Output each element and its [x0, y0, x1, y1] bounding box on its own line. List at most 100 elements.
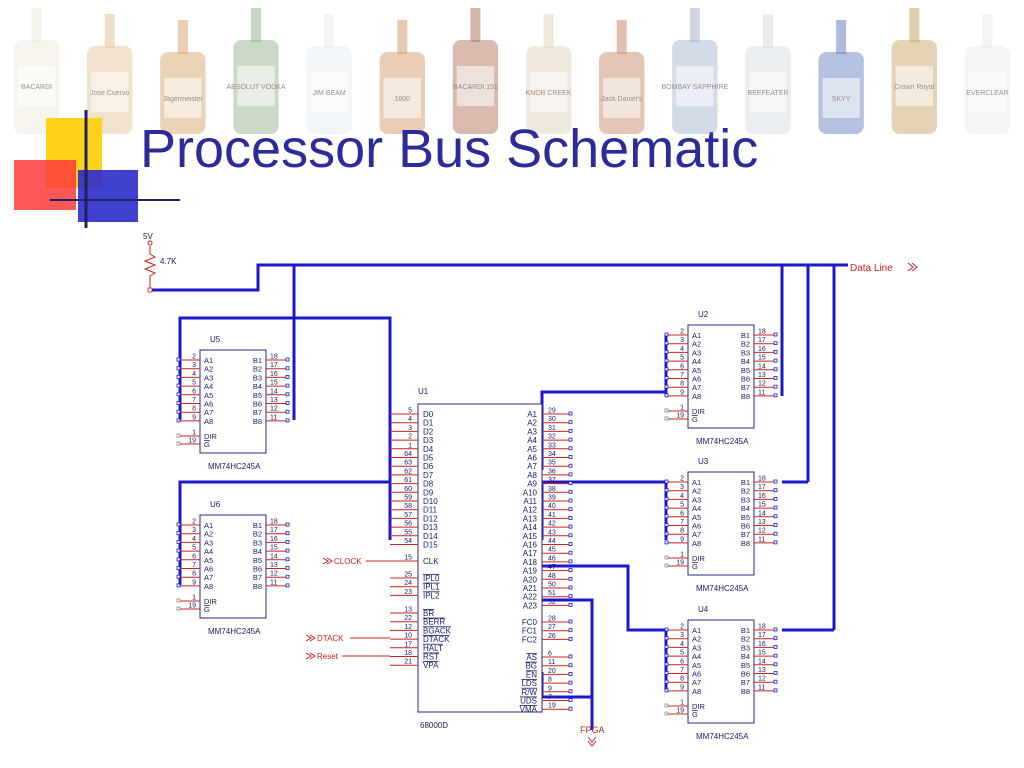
- chip-ref: U1: [418, 387, 429, 396]
- pin-terminal: [568, 576, 573, 581]
- net-arrow: [309, 652, 316, 660]
- pin-terminal: [773, 358, 778, 363]
- pin-name: A8: [692, 539, 701, 548]
- pin-number: 1: [192, 430, 196, 437]
- bottle: SKYY: [818, 20, 864, 134]
- pin-number: 6: [680, 363, 684, 370]
- pin-name: D13: [423, 523, 438, 532]
- pin-name: B1: [741, 626, 750, 635]
- net-arrow: [587, 740, 597, 747]
- net-arrow: [907, 262, 914, 272]
- pin-number: 17: [270, 362, 278, 369]
- pin-name: A11: [523, 497, 537, 506]
- pin-number: 4: [408, 416, 412, 423]
- pin-terminal: [773, 679, 778, 684]
- pin-terminal: [773, 376, 778, 380]
- pin-number: 28: [548, 616, 556, 623]
- pin-number: 8: [680, 676, 684, 683]
- pin-terminal: [176, 433, 181, 438]
- addr-bus-u3: [540, 480, 666, 540]
- pin-number: 14: [758, 658, 766, 665]
- bottle-neck: [616, 20, 627, 54]
- pin-number: 7: [192, 562, 196, 569]
- pin-terminal: [285, 392, 290, 397]
- data-line-main: [150, 263, 848, 292]
- pin-number: 27: [548, 624, 556, 631]
- pin-name: B1: [741, 331, 750, 340]
- pin-number: 3: [680, 632, 684, 639]
- pin-name: D6: [423, 462, 434, 471]
- pin-name: B5: [253, 391, 262, 400]
- chip-ref: U4: [698, 605, 709, 614]
- pin-terminal: [285, 583, 290, 588]
- pin-terminal: [176, 366, 181, 371]
- net-text: Reset: [317, 652, 339, 661]
- pin-name: A22: [523, 593, 538, 602]
- pin-terminal: [664, 636, 669, 641]
- pin-number: 41: [548, 512, 556, 519]
- pin-name: G: [692, 710, 698, 719]
- pin-name: A2: [692, 635, 701, 644]
- pin-number: 23: [404, 589, 412, 596]
- pin-terminal: [176, 557, 181, 562]
- pin-number: 18: [758, 624, 766, 631]
- pin-name: A8: [527, 471, 537, 480]
- pin-terminal: [664, 505, 669, 510]
- pin-terminal: [773, 505, 778, 510]
- pin-number: 11: [758, 389, 765, 396]
- pin-name: A1: [692, 626, 701, 635]
- pin-terminal: [568, 689, 573, 694]
- chip-part: 68000D: [420, 721, 448, 730]
- bottle-label-panel: [968, 72, 1007, 112]
- pin-name: FC0: [522, 618, 538, 627]
- bottle: BACARDI 151: [452, 8, 499, 134]
- pin-name: A1: [692, 478, 701, 487]
- pin-number: 4: [680, 346, 684, 353]
- pin-terminal: [664, 408, 669, 413]
- pin-terminal: [773, 393, 778, 398]
- bottle-neck: [251, 8, 261, 42]
- pin-terminal: [176, 383, 181, 388]
- pin-terminal: [664, 662, 669, 667]
- pin-name: A7: [692, 383, 701, 392]
- pin-terminal: [664, 349, 669, 354]
- pin-name: A9: [527, 480, 537, 489]
- pin-name: BR: [423, 609, 434, 618]
- pin-terminal: [773, 540, 778, 545]
- net-arrow: [322, 557, 329, 565]
- bottle-neck: [543, 14, 554, 48]
- pin-name: A23: [523, 601, 538, 610]
- pin-terminal: [664, 679, 669, 684]
- bottle-label-panel: [895, 66, 933, 106]
- pin-number: 12: [758, 528, 766, 535]
- pin-name: A7: [204, 573, 213, 582]
- pin-number: 13: [758, 372, 766, 379]
- pin-number: 5: [408, 408, 412, 415]
- pin-number: 10: [404, 633, 412, 640]
- pin-name: A3: [692, 643, 701, 652]
- pin-number: 3: [192, 527, 196, 534]
- pin-number: 13: [270, 397, 278, 404]
- pin-number: 4: [192, 371, 196, 378]
- pin-terminal: [773, 636, 778, 641]
- pin-terminal: [568, 585, 573, 590]
- bottle-label-text: BACARDI 151: [453, 84, 498, 91]
- pin-number: 11: [758, 684, 765, 691]
- pin-name: A4: [692, 504, 701, 513]
- bottle-label-text: JIM BEAM: [313, 90, 346, 97]
- net-arrow: [326, 557, 333, 565]
- pin-number: 15: [758, 502, 766, 509]
- bottle-neck: [470, 8, 481, 42]
- pin-terminal: [568, 559, 573, 564]
- pin-number: 2: [680, 624, 684, 631]
- pin-name: A6: [204, 400, 213, 409]
- pin-name: D2: [423, 427, 434, 436]
- pin-name: A20: [523, 575, 538, 584]
- pin-number: 16: [758, 641, 766, 648]
- net-text: DTACK: [317, 634, 344, 643]
- pin-name: D11: [423, 506, 438, 515]
